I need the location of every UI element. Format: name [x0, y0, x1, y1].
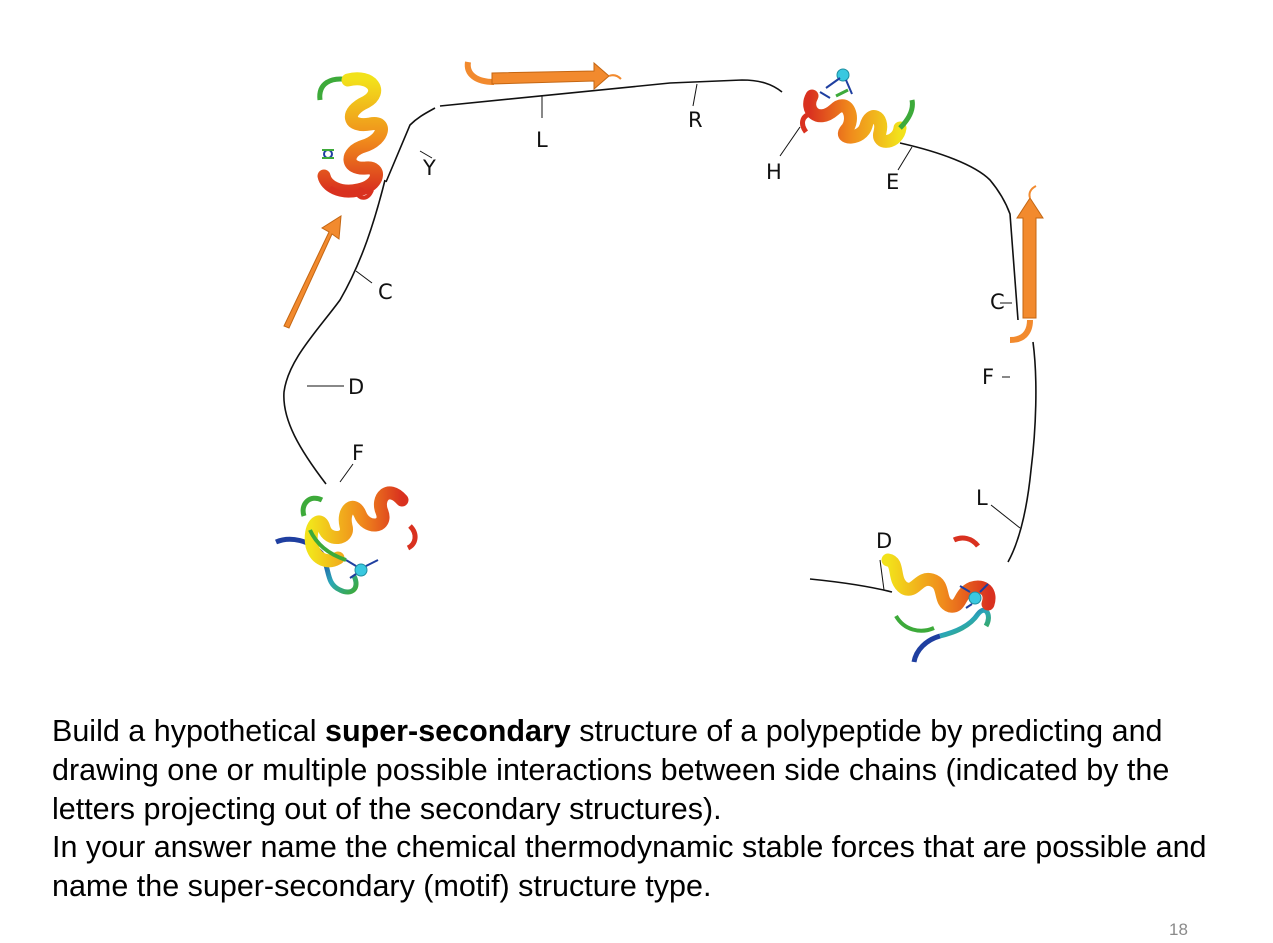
metal-ion-icon-right — [968, 591, 982, 605]
instruction-bold-term: super-secondary — [324, 714, 571, 748]
instruction-text: Build a hypothetical super-secondary str… — [52, 712, 1252, 906]
side-chain-label-c-left: C — [378, 280, 393, 304]
side-chain-label-c-right: C — [990, 290, 1005, 314]
side-chain-label-r: R — [688, 108, 703, 132]
helix-ribbon-icon-top-right — [800, 68, 915, 148]
side-chain-label-l-right: L — [976, 486, 988, 510]
backbone-chain-top — [439, 79, 783, 107]
instruction-part-2: structure of a polypeptide by predicting… — [52, 714, 1170, 826]
side-chain-label-f-left: F — [352, 441, 364, 465]
side-chain-label-l-top: L — [536, 128, 548, 152]
side-chain-label-y: Y — [422, 156, 436, 180]
beta-strand-arrow-icon-top — [464, 61, 622, 91]
instruction-paragraph-1: Build a hypothetical super-secondary str… — [52, 712, 1252, 828]
instruction-part-1: Build a hypothetical — [52, 714, 325, 748]
beta-strand-arrow-icon-right — [1009, 185, 1044, 343]
instruction-paragraph-2: In your answer name the chemical thermod… — [52, 830, 1207, 904]
tick-e — [897, 146, 913, 171]
zinc-finger-structure-icon-left — [275, 486, 418, 595]
tick-r — [692, 83, 698, 107]
backbone-chain-top-left — [385, 107, 436, 183]
slide-number: 18 — [1169, 920, 1188, 939]
zinc-finger-structure-icon-right — [881, 535, 996, 663]
side-chain-label-h: H — [766, 160, 782, 184]
side-chain-label-f-right: F — [982, 365, 994, 389]
side-chain-label-d-left: D — [348, 375, 364, 399]
tick-y — [419, 150, 433, 159]
tick-l-right — [990, 504, 1021, 529]
polypeptide-diagram: Y L R H E C D F C F L D — [275, 61, 1044, 663]
metal-ion-icon-left — [354, 563, 368, 577]
helix-ribbon-icon-top-left — [317, 72, 388, 200]
backbone-chain-left — [283, 179, 386, 485]
tick-f-left — [339, 463, 354, 483]
beta-strand-arrow-icon-left — [283, 215, 342, 329]
backbone-chain-right-upper — [899, 142, 1019, 321]
side-chain-label-d-right: D — [876, 529, 892, 553]
backbone-chain-bottom-right — [809, 578, 893, 593]
side-chain-label-e: E — [886, 170, 899, 194]
tick-h — [779, 126, 801, 157]
backbone-chain-right-lower — [1007, 341, 1037, 563]
tick-d-right — [879, 559, 885, 591]
tick-c-left — [355, 270, 373, 284]
